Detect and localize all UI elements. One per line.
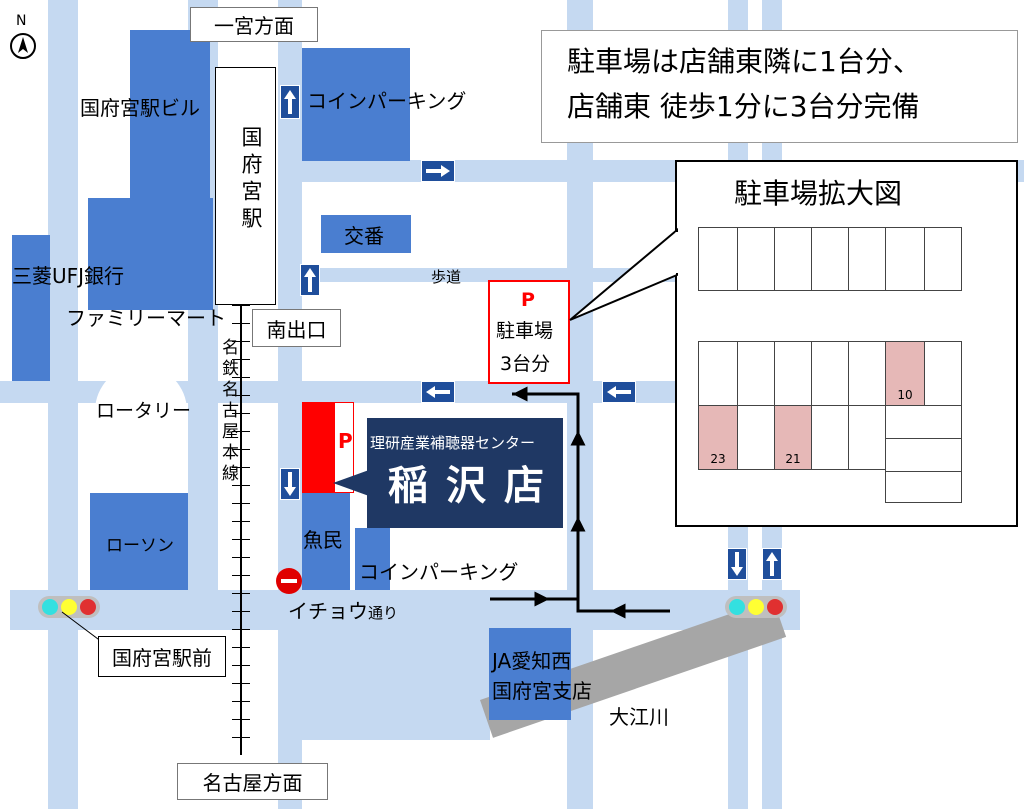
parking-space-reserved: 10 — [885, 341, 925, 406]
road-vertical-station — [278, 0, 302, 809]
parking-space — [885, 227, 925, 291]
bank-label: 三菱UFJ銀行 — [12, 264, 125, 288]
inset-title: 駐車場拡大図 — [734, 177, 903, 210]
road-vertical-west — [48, 0, 78, 809]
oneway-left-icon — [421, 381, 455, 403]
compass-label: N — [16, 13, 27, 29]
parking-space — [924, 227, 962, 291]
ja-label-line2: 国府宮支店 — [492, 679, 592, 703]
parking-space — [848, 341, 886, 406]
uomin-building — [302, 493, 350, 590]
parking-space — [698, 227, 738, 291]
lawson-building — [90, 493, 188, 590]
ja-building — [489, 628, 571, 720]
oneway-up-icon — [762, 548, 782, 580]
no-entry-icon — [276, 568, 302, 594]
station-name: 国府宮駅 — [239, 126, 263, 234]
store-subtitle: 理研産業補聴器センター — [370, 434, 536, 452]
station-box — [215, 67, 276, 305]
direction-south-box: 名古屋方面 — [177, 763, 328, 800]
road-horizontal-sidewalk — [300, 268, 700, 282]
parking-space — [811, 405, 849, 470]
parking-space — [885, 405, 962, 439]
parking-space — [774, 341, 812, 406]
parking-space — [885, 438, 962, 472]
icho-dori-main: イチョウ — [288, 599, 368, 623]
oneway-up-icon — [300, 264, 320, 296]
icho-dori-suffix: 通り — [368, 604, 399, 622]
parking-lot-mark: P — [521, 289, 535, 311]
station-exit-box: 南出口 — [252, 309, 341, 347]
oneway-down-icon — [727, 548, 747, 580]
store-name: 稲沢店 — [388, 463, 562, 509]
rotary-circle — [95, 365, 187, 457]
sidewalk-label: 歩道 — [431, 268, 462, 286]
familymart-label: ファミリーマート — [66, 306, 226, 330]
parking-lot-box — [488, 280, 570, 384]
ja-label-line1: JA愛知西 — [492, 649, 572, 673]
parking-space — [885, 471, 962, 503]
coin-parking-north-label: コインパーキング — [307, 89, 467, 113]
traffic-light-icon — [725, 596, 787, 618]
road-south-junction — [300, 630, 490, 740]
railway-line-label: 名鉄名古屋本線 — [218, 338, 238, 485]
parking-space — [848, 405, 886, 470]
intersection-name-box: 国府宮駅前 — [98, 636, 226, 677]
oneway-right-icon — [421, 160, 455, 182]
parking-lot-capacity: 3台分 — [500, 353, 551, 375]
parking-space-number: 21 — [785, 452, 801, 466]
direction-north-box: 一宮方面 — [190, 7, 318, 42]
parking-space-reserved: 23 — [698, 405, 738, 470]
parking-space — [698, 341, 738, 406]
bank-building — [12, 235, 50, 381]
parking-space — [924, 341, 962, 406]
parking-space — [737, 405, 775, 470]
notice-line2: 店舗東 徒歩1分に3台分完備 — [567, 90, 920, 123]
notice-box — [541, 30, 1018, 143]
lawson-label: ローソン — [106, 536, 174, 556]
uomin-label: 魚民 — [303, 528, 343, 552]
icho-dori-label: イチョウ通り — [288, 601, 398, 621]
coin-parking-south-label: コインパーキング — [359, 560, 519, 584]
parking-space — [737, 227, 775, 291]
parking-space — [774, 227, 812, 291]
koban-building — [321, 215, 411, 253]
station-building-lower — [88, 198, 213, 310]
river-label: 大江川 — [609, 705, 669, 729]
parking-space-number: 23 — [710, 452, 726, 466]
parking-space — [811, 227, 849, 291]
traffic-light-icon — [38, 596, 100, 618]
station-bldg-label: 国府宮駅ビル — [80, 96, 200, 120]
notice-line1: 駐車場は店舗東隣に1台分、 — [567, 45, 921, 78]
coin-parking-north-building — [302, 48, 410, 161]
store-parking-mark: P — [338, 429, 353, 453]
store-callout — [367, 418, 563, 528]
parking-space — [848, 227, 886, 291]
parking-space-number: 10 — [897, 388, 913, 402]
parking-space-reserved: 21 — [774, 405, 812, 470]
railway-ties — [232, 305, 250, 755]
coin-parking-south-building — [355, 528, 390, 590]
store-callout-pointer — [333, 470, 369, 496]
store-parking-red — [302, 402, 334, 493]
oneway-up-icon — [280, 85, 300, 119]
parking-space — [811, 341, 849, 406]
parking-space — [737, 341, 775, 406]
koban-label: 交番 — [344, 224, 384, 248]
oneway-down-icon — [280, 468, 300, 500]
rotary-label: ロータリー — [96, 400, 192, 422]
station-building — [130, 30, 210, 200]
parking-lot-label: 駐車場 — [496, 320, 554, 342]
north-arrow-icon — [10, 33, 36, 59]
oneway-left-icon — [602, 381, 636, 403]
